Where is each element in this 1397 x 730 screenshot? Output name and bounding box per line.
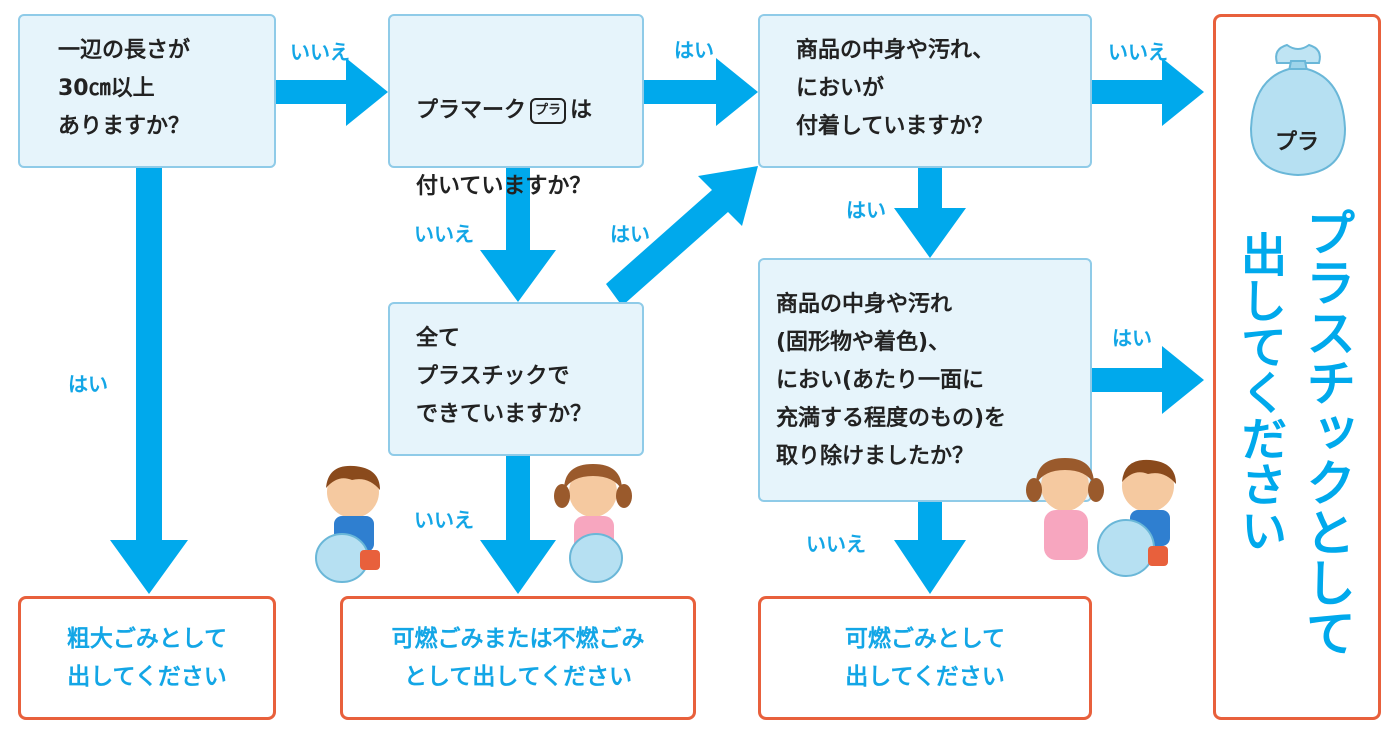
label-no-1: いいえ xyxy=(290,40,350,64)
q2-line1: プラマーク xyxy=(416,98,527,123)
question-size-30cm: 一辺の長さが 30㎝以上 ありますか？ xyxy=(18,14,276,168)
plastic-text-col2: 出してください xyxy=(1234,231,1288,553)
question-removed-contents: 商品の中身や汚れ (固形物や着色)、 におい(あたり一面に 充満する程度のもの)… xyxy=(758,258,1092,502)
arrow-q5-right xyxy=(1092,346,1204,414)
arrow-q2-down xyxy=(480,168,556,302)
arrow-q2-right xyxy=(644,58,758,126)
girl-illustration-left xyxy=(554,464,632,583)
result-burnable: 可燃ごみとして 出してください xyxy=(758,596,1092,720)
boy-illustration-left xyxy=(315,465,380,583)
label-no-2: いいえ xyxy=(1108,40,1168,64)
arrow-q3-down xyxy=(894,168,966,258)
question-contents-dirt: 商品の中身や汚れ、 においが 付着していますか？ xyxy=(758,14,1092,168)
result-burnable-or-nonburnable: 可燃ごみまたは不燃ごみ として出してください xyxy=(340,596,696,720)
label-no-3: いいえ xyxy=(414,222,474,246)
arrow-q1-down xyxy=(110,168,188,594)
label-yes-3: はい xyxy=(846,198,886,222)
bag-label: プラ xyxy=(1274,130,1319,155)
girl-illustration-right xyxy=(1026,458,1104,560)
label-no-5: いいえ xyxy=(806,532,866,556)
label-no-4: いいえ xyxy=(414,508,474,532)
label-yes-5: はい xyxy=(68,372,108,396)
result-large-garbage: 粗大ごみとして 出してください xyxy=(18,596,276,720)
plastic-bag-icon xyxy=(1249,43,1347,177)
boy-illustration-right xyxy=(1097,459,1176,577)
q2-line2: 付いていますか？ xyxy=(416,174,592,199)
plastic-mark-icon: プラ xyxy=(530,98,567,124)
arrow-q1-right xyxy=(276,58,388,126)
plastic-text-col1: プラスチックとして xyxy=(1298,207,1356,657)
result-plastic: プラ プラスチックとして 出してください xyxy=(1213,14,1381,720)
question-all-plastic: 全て プラスチックで できていますか？ xyxy=(388,302,644,456)
q2-suffix: は xyxy=(570,98,593,123)
label-yes-4: はい xyxy=(1112,326,1152,350)
question-plastic-mark: プラマークプラは 付いていますか？ xyxy=(388,14,644,199)
label-yes-2: はい xyxy=(610,222,650,246)
arrow-q4-down xyxy=(480,456,556,594)
arrow-q3-right xyxy=(1092,58,1204,126)
label-yes-1: はい xyxy=(674,38,714,62)
arrow-q5-down xyxy=(894,502,966,594)
arrow-q4-diag xyxy=(606,166,758,306)
